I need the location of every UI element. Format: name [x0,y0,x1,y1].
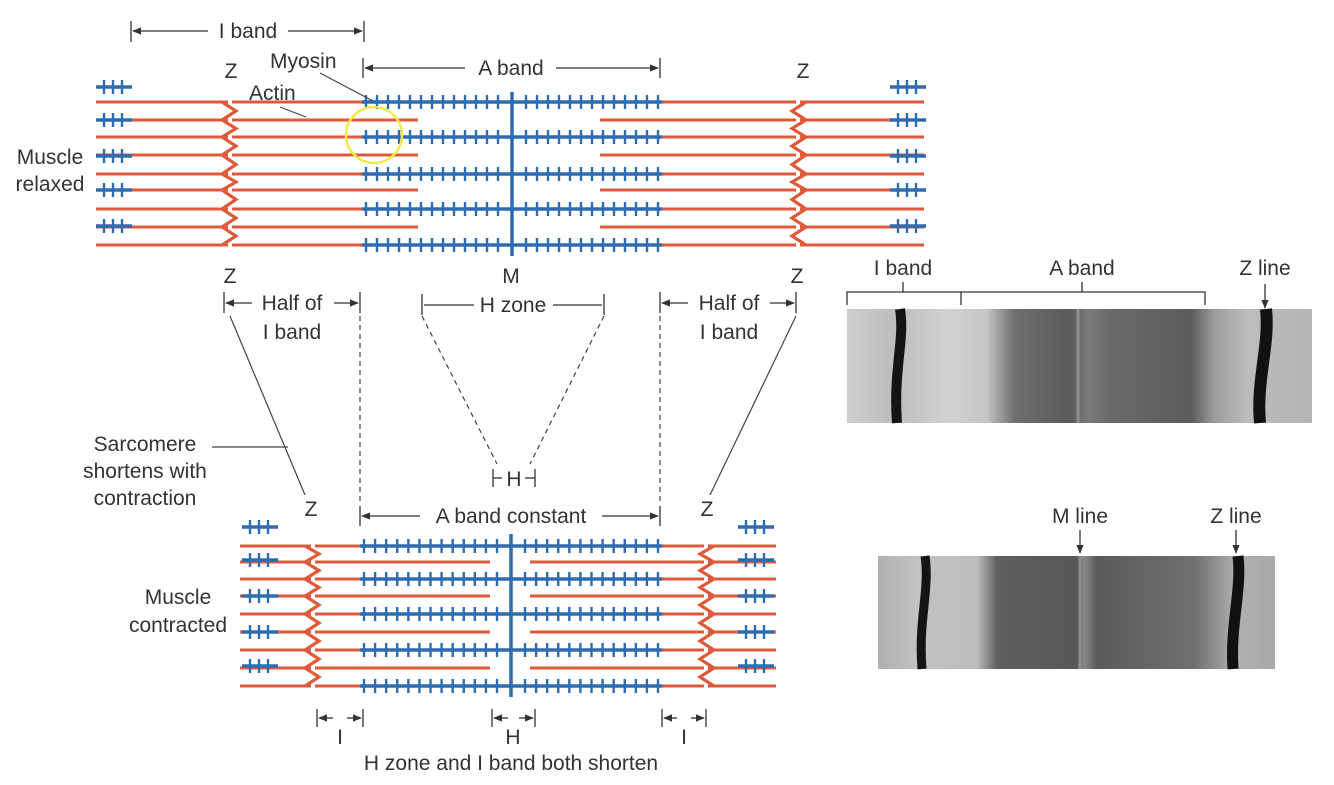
shorten-caption: H zone and I band both shorten [364,752,658,775]
muscle-contracted-label-1: Muscle [145,586,212,609]
h-bottom-dimension: H [491,709,536,749]
actin-label: Actin [249,82,296,105]
actin-leader [279,106,307,118]
a-band-constant-dimension: A band constant [359,505,661,528]
z-disc [788,100,810,247]
half-i-band-right-label-2: I band [700,321,758,344]
z-disc [696,544,718,688]
half-i-band-right-label-1: Half of [699,292,760,315]
z-label-bottom-right: Z [701,498,714,521]
a-band-dimension: A band [362,57,661,80]
micrograph-contracted: M line Z line [878,505,1275,670]
z-label-bottom-left: Z [305,498,318,521]
z-label-mid-right: Z [791,265,804,288]
myosin-leader [319,72,374,102]
muscle-relaxed-label-1: Muscle [17,146,84,169]
h-bottom-label: H [505,726,520,749]
i-right-label: I [681,726,687,749]
h-small-label: H [506,468,521,491]
i-right-dimension: I [661,709,707,749]
a-band-constant-label: A band constant [436,505,587,528]
i-band-dimension: I band [130,20,365,43]
sarcomere-label-1: Sarcomere [94,433,197,456]
highlight-circle [344,105,404,165]
micro-i-band-label: I band [874,257,932,280]
z-label-top-left: Z [225,60,238,83]
half-i-band-right-dimension: Half of I band [659,292,797,344]
z-label-mid-left: Z [224,265,237,288]
half-i-band-left-label-2: I band [263,321,321,344]
i-left-dimension: I [316,709,364,749]
relaxed-sarcomere [96,80,926,256]
micro-a-band-label: A band [1049,257,1114,280]
a-band-label: A band [478,57,543,80]
z-disc [218,100,240,247]
h-small-dimension: H [492,468,536,491]
micrograph-contracted-image [878,556,1275,669]
h-zone-label: H zone [480,294,547,317]
half-i-band-left-label-1: Half of [262,292,323,315]
m-label: M [502,265,520,288]
half-i-band-left-dimension: Half of I band [223,292,361,344]
i-left-label: I [337,726,343,749]
muscle-contracted-label-2: contracted [129,614,227,637]
sarcomere-label-3: contraction [94,487,197,510]
contracted-sarcomere [240,520,776,697]
z-label-top-right: Z [797,60,810,83]
sarcomere-label-2: shortens with [83,460,207,483]
micro-z-line-2-label: Z line [1210,505,1261,528]
muscle-relaxed-label-2: relaxed [16,173,85,196]
micrograph-relaxed: I band A band Z line [846,257,1312,424]
myosin-label: Myosin [270,50,337,73]
micro-m-line-label: M line [1052,505,1108,528]
h-zone-dimension: H zone [421,294,605,317]
micro-z-line-label: Z line [1239,257,1290,280]
connector-lines [212,315,797,505]
z-disc [301,544,323,688]
i-band-label: I band [219,20,277,43]
